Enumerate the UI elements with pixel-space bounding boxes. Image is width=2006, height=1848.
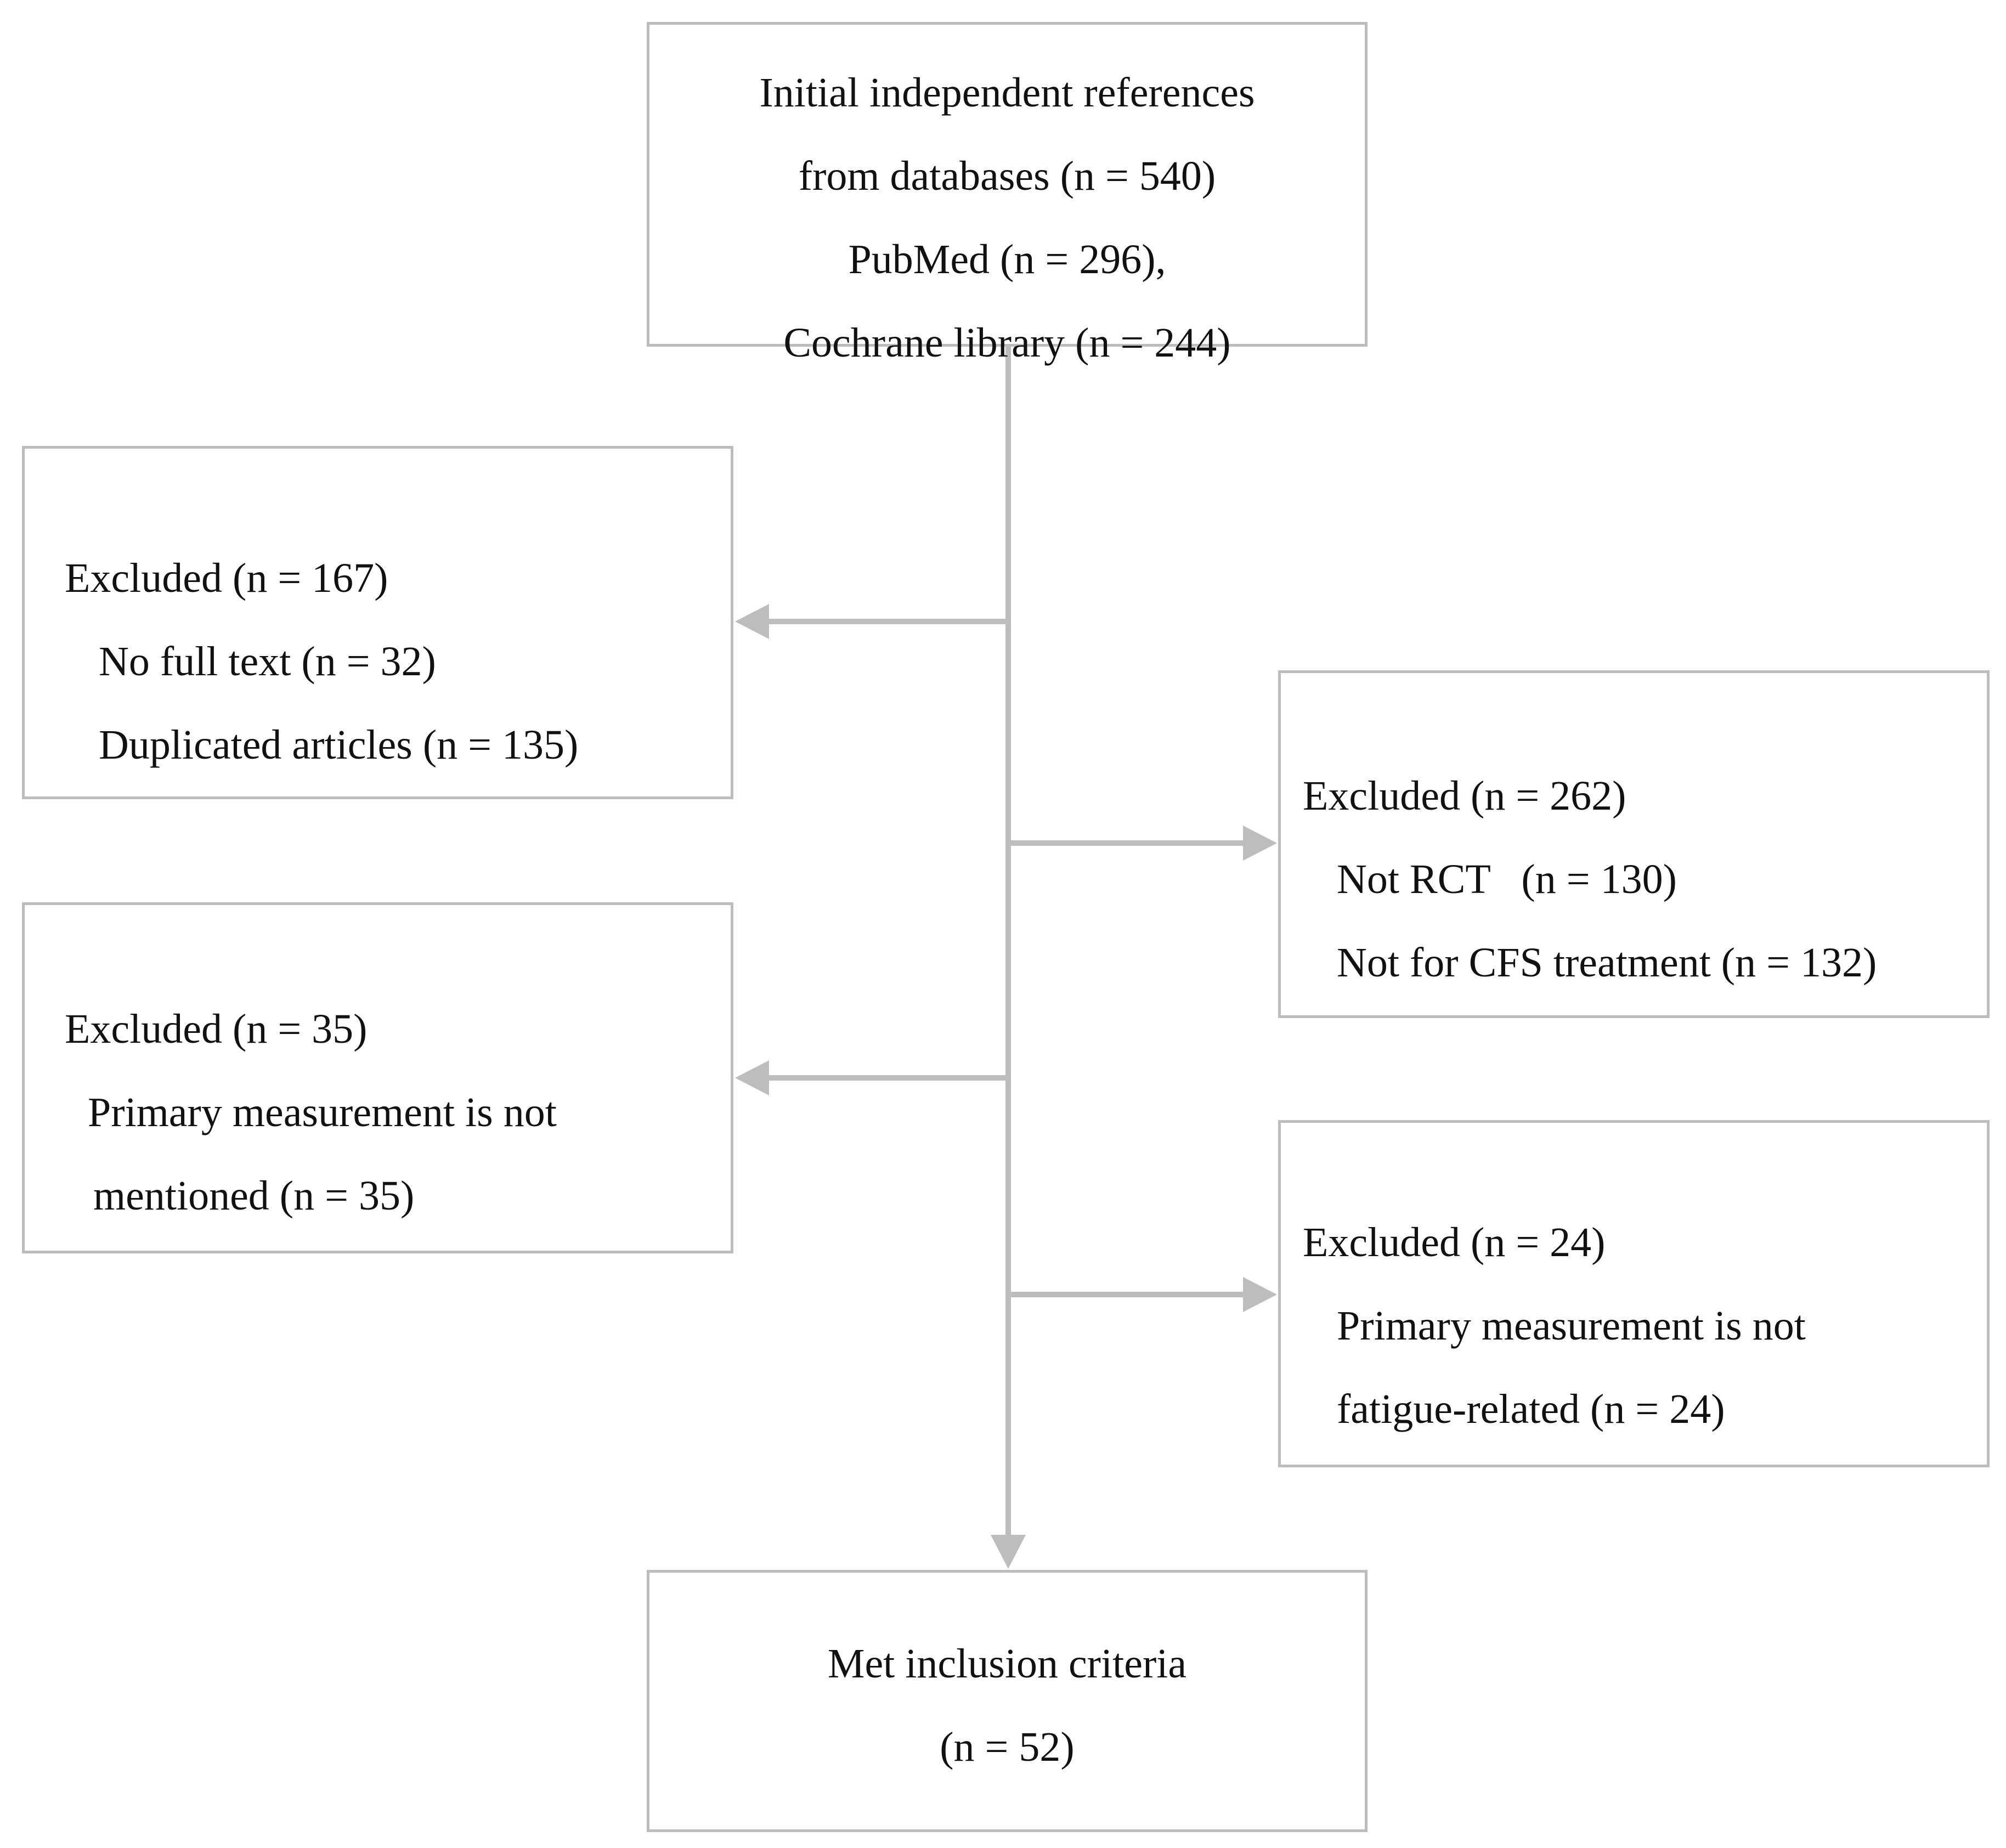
initial-references-box: Initial independent references from data…: [647, 22, 1368, 366]
excluded-167-reason-2: Duplicated articles (n = 135): [99, 722, 579, 768]
excluded-24-reason-1: Primary measurement is not: [1337, 1303, 1806, 1349]
excluded-24-box: Excluded (n = 24) Primary measurement is…: [1278, 1120, 1990, 1467]
arrow-left-to-excluded-35: [735, 1060, 769, 1095]
excluded-167-reason-1: No full text (n = 32): [99, 638, 436, 685]
initial-line-3: PubMed (n = 296),: [848, 236, 1166, 282]
excluded-262-reason-1: Not RCT (n = 130): [1337, 856, 1677, 902]
excluded-262-heading: Excluded (n = 262): [1303, 773, 1626, 819]
initial-line-4: Cochrane library (n = 244): [783, 320, 1231, 366]
arrow-left-to-excluded-167: [735, 604, 769, 639]
excluded-35-reason-1: Primary measurement is not: [88, 1089, 557, 1135]
initial-line-2: from databases (n = 540): [798, 153, 1216, 199]
excluded-35-heading: Excluded (n = 35): [65, 1006, 368, 1052]
excluded-262-reason-2: Not for CFS treatment (n = 132): [1337, 940, 1877, 986]
excluded-24-heading: Excluded (n = 24): [1303, 1219, 1606, 1265]
excluded-167-heading: Excluded (n = 167): [65, 555, 388, 601]
included-line-1: Met inclusion criteria: [827, 1641, 1187, 1687]
excluded-262-box: Excluded (n = 262) Not RCT (n = 130) Not…: [1278, 670, 1990, 1018]
arrow-right-to-excluded-262: [1243, 826, 1277, 861]
included-line-2: (n = 52): [940, 1724, 1075, 1770]
arrow-down-to-included: [991, 1535, 1026, 1569]
excluded-35-box: Excluded (n = 35) Primary measurement is…: [22, 902, 733, 1253]
met-inclusion-box: Met inclusion criteria (n = 52): [647, 1570, 1368, 1832]
excluded-24-reason-2: fatigue-related (n = 24): [1337, 1386, 1725, 1432]
excluded-167-box: Excluded (n = 167) No full text (n = 32)…: [22, 446, 733, 799]
initial-line-1: Initial independent references: [759, 70, 1255, 116]
arrow-right-to-excluded-24: [1243, 1277, 1277, 1312]
excluded-35-reason-2: mentioned (n = 35): [93, 1173, 415, 1219]
